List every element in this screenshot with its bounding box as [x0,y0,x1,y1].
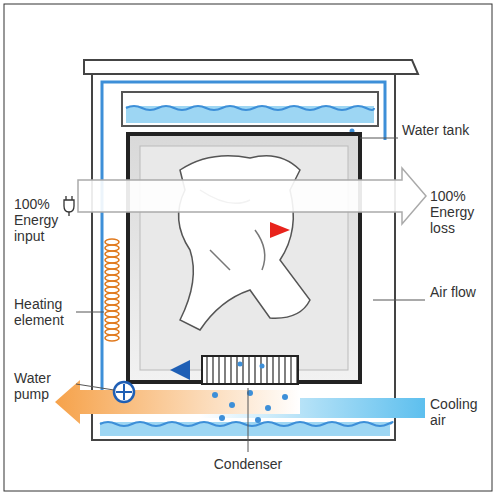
part-label: Heating element [14,296,76,328]
coil-winding [105,329,119,335]
plug-icon [64,196,74,216]
coil-winding [105,317,119,323]
coil-winding [105,293,119,299]
coil-winding [105,245,119,251]
coil-winding [105,335,119,341]
part-label: Air flow [430,284,480,300]
energy-label: 100% Energy loss [430,188,486,236]
coil-winding [105,323,119,329]
coil-winding [105,275,119,281]
coil-winding [105,305,119,311]
part-label: Condenser [188,456,308,472]
coil-winding [105,263,119,269]
heating-coil [105,239,119,341]
part-label: Cooling air [430,396,488,428]
coil-winding [105,281,119,287]
coil-winding [105,239,119,245]
coil-winding [105,257,119,263]
coil-winding [105,311,119,317]
coil-winding [105,269,119,275]
part-label: Water tank [402,122,472,138]
coil-winding [105,287,119,293]
energy-label: 100% Energy input [14,196,64,244]
coil-winding [105,299,119,305]
part-label: Water pump [14,370,70,402]
coil-winding [105,251,119,257]
